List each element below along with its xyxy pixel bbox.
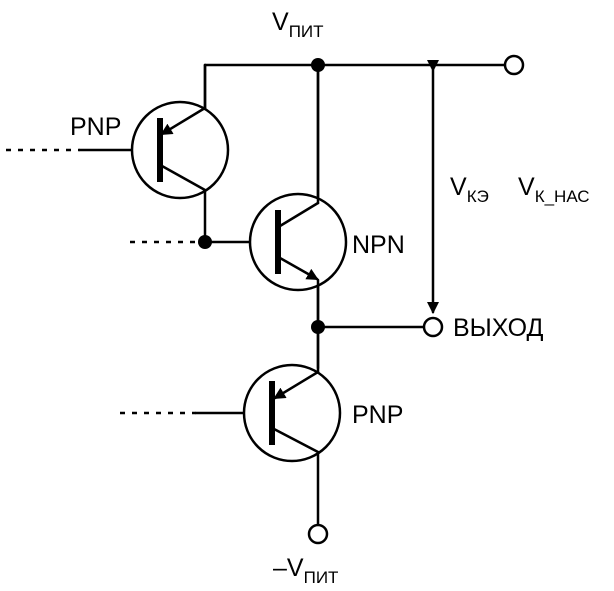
terminal-output xyxy=(422,316,444,338)
label-vk-nas: VК_НАС xyxy=(518,173,590,206)
label-q2-type: NPN xyxy=(352,231,405,259)
transistor-pnp-top xyxy=(130,100,230,200)
label-vpit-top: VПИТ xyxy=(272,8,324,41)
label-q1-type: PNP xyxy=(70,113,121,141)
transistor-pnp-bottom xyxy=(242,363,342,463)
label-q3-type: PNP xyxy=(352,401,403,429)
label-vpit-bottom: –VПИТ xyxy=(273,554,338,587)
junction-npn-base xyxy=(198,235,212,249)
junction-output xyxy=(311,320,325,334)
junction-supply xyxy=(311,58,325,72)
transistor-npn xyxy=(248,192,348,292)
terminal-negative-supply xyxy=(307,523,329,545)
label-output: ВЫХОД xyxy=(453,314,544,342)
terminal-supply xyxy=(503,54,525,76)
label-vke: VКЭ xyxy=(450,173,489,206)
